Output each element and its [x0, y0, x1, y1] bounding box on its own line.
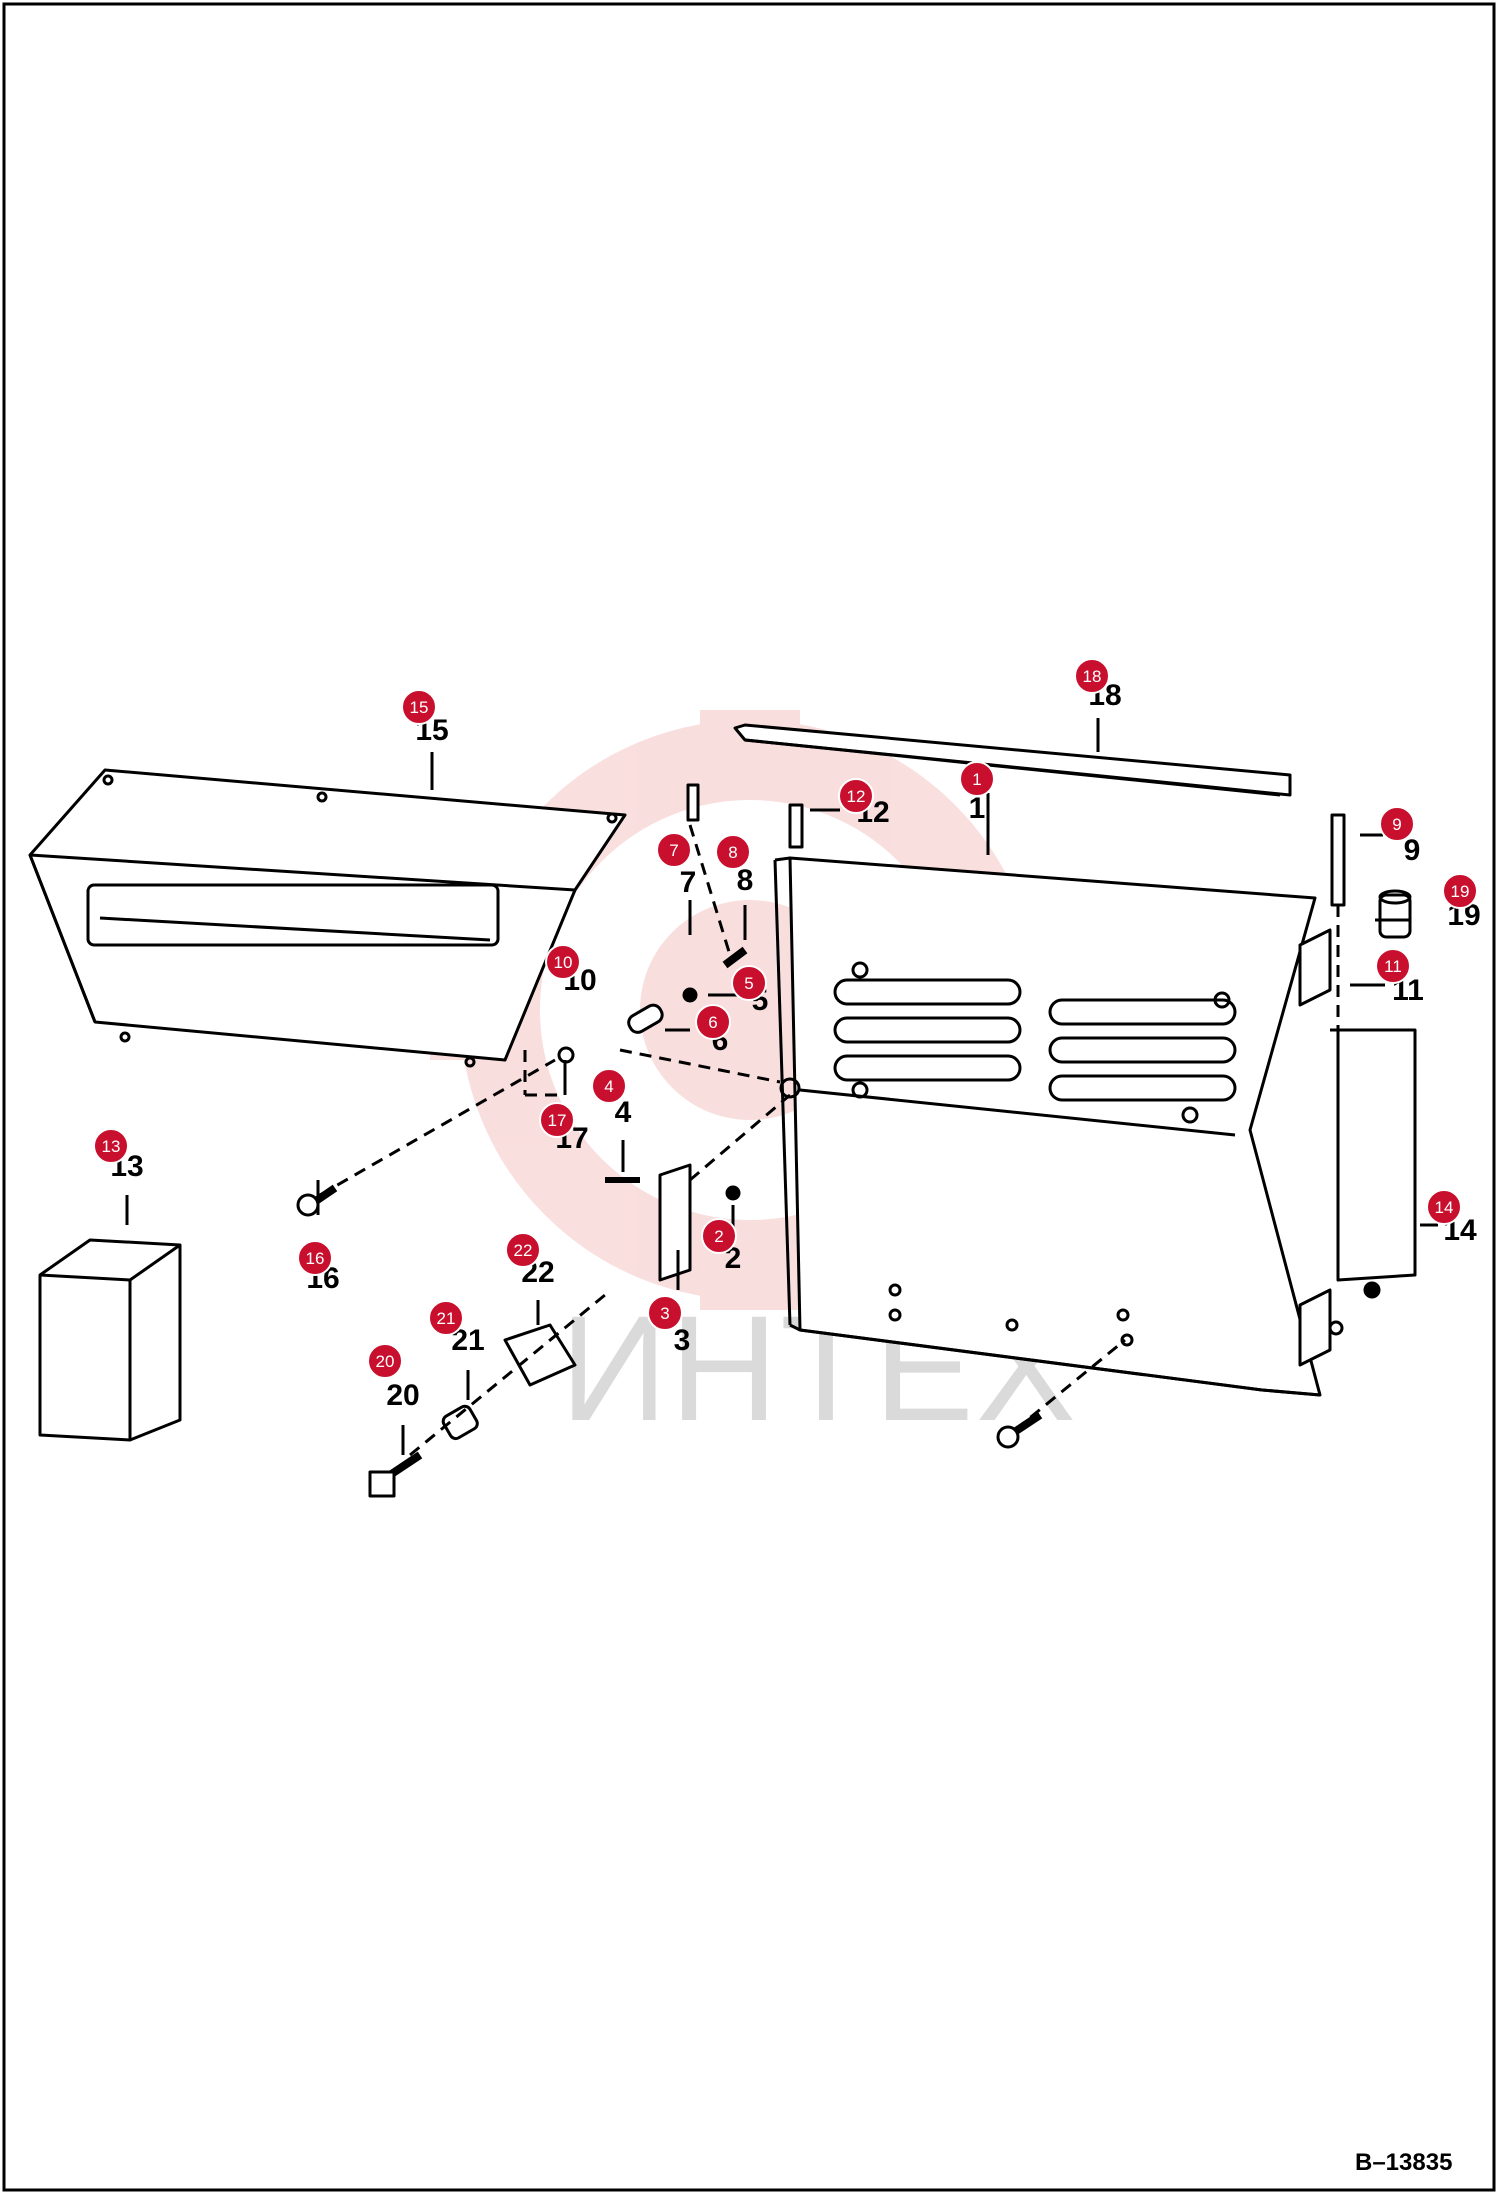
part-8-screw [722, 946, 748, 969]
callout-badge-circle[interactable] [401, 689, 437, 725]
callout-badge-text: 21 [437, 1309, 456, 1328]
callout-badge-20[interactable]: 20 [367, 1343, 403, 1379]
document-id: B–13835 [1355, 2149, 1452, 2176]
callout-badge-circle[interactable] [591, 1068, 627, 1104]
part-13-filter [38, 1238, 182, 1442]
callout-badge-16[interactable]: 16 [297, 1240, 333, 1276]
part-6-sleeve [627, 1003, 664, 1034]
part-17-nut [557, 1046, 575, 1064]
part-9-pin [1330, 813, 1346, 907]
callout-badge-6[interactable]: 6 [695, 1004, 731, 1040]
part-21-spacer [441, 1404, 479, 1441]
callout-badge-text: 1 [972, 770, 981, 789]
callout-badge-circle[interactable] [647, 1295, 683, 1331]
callout-badge-text: 2 [714, 1227, 723, 1246]
callout-badge-circle[interactable] [545, 944, 581, 980]
part-3-latch [658, 1163, 692, 1282]
callout-badge-circle[interactable] [539, 1102, 575, 1138]
callout-badge-11[interactable]: 11 [1375, 948, 1411, 984]
part-22-block [503, 1323, 577, 1387]
callout-badge-circle[interactable] [1442, 873, 1478, 909]
callout-badge-circle[interactable] [701, 1218, 737, 1254]
callout-badge-text: 5 [744, 974, 753, 993]
callout-badge-circle[interactable] [367, 1343, 403, 1379]
callout-badge-text: 15 [410, 698, 429, 717]
callout-badge-circle[interactable] [1379, 806, 1415, 842]
callout-badge-circle[interactable] [695, 1004, 731, 1040]
part-5-nut [682, 987, 698, 1003]
callout-badge-text: 13 [102, 1137, 121, 1156]
callout-badge-19[interactable]: 19 [1442, 873, 1478, 909]
part-number-label-1: 1 [969, 792, 986, 825]
callout-badge-text: 22 [514, 1241, 533, 1260]
callout-badge-text: 18 [1083, 667, 1102, 686]
callout-badge-4[interactable]: 4 [591, 1068, 627, 1104]
callout-badge-text: 7 [669, 841, 678, 860]
callout-badge-15[interactable]: 15 [401, 689, 437, 725]
callout-badge-text: 8 [728, 843, 737, 862]
callout-badge-circle[interactable] [656, 832, 692, 868]
part-18-top-strip [733, 723, 1292, 797]
callout-badge-10[interactable]: 10 [545, 944, 581, 980]
callout-badge-text: 14 [1435, 1198, 1454, 1217]
part-16-bolt [296, 1193, 320, 1217]
callout-badge-13[interactable]: 13 [93, 1128, 129, 1164]
callout-badge-22[interactable]: 22 [505, 1232, 541, 1268]
drawing-lines [28, 723, 1417, 1498]
callout-badge-text: 6 [708, 1013, 717, 1032]
callout-badge-text: 16 [306, 1249, 325, 1268]
callout-badge-12[interactable]: 12 [838, 778, 874, 814]
assembly-lines [319, 824, 1340, 1457]
callout-badge-2[interactable]: 2 [701, 1218, 737, 1254]
callout-badge-circle[interactable] [731, 965, 767, 1001]
callout-badge-9[interactable]: 9 [1379, 806, 1415, 842]
part-2-nut [725, 1185, 741, 1201]
leader-lines [125, 718, 1438, 1455]
callout-badge-text: 11 [1384, 957, 1402, 976]
part-14-right-box [1336, 1028, 1417, 1282]
callout-badge-text: 10 [554, 953, 573, 972]
callout-badge-text: 20 [376, 1352, 395, 1371]
callout-badge-circle[interactable] [93, 1128, 129, 1164]
callout-badge-text: 9 [1392, 815, 1401, 834]
part-number-label-8: 8 [737, 864, 754, 897]
part-20-bolt [368, 1470, 396, 1498]
part-number-label-9: 9 [1404, 834, 1421, 867]
callout-badge-circle[interactable] [1375, 948, 1411, 984]
callout-badge-text: 17 [548, 1111, 567, 1130]
callout-badge-1[interactable]: 1 [959, 761, 995, 797]
part-19-bushing [1378, 893, 1412, 939]
callout-badge-circle[interactable] [428, 1300, 464, 1336]
callout-badge-5[interactable]: 5 [731, 965, 767, 1001]
callout-badge-text: 19 [1451, 882, 1470, 901]
callout-badge-circle[interactable] [715, 834, 751, 870]
part-number-label-7: 7 [680, 866, 697, 899]
part-number-label-3: 3 [674, 1324, 691, 1357]
callout-badge-7[interactable]: 7 [656, 832, 692, 868]
callout-badge-3[interactable]: 3 [647, 1295, 683, 1331]
part-7-pin [686, 783, 700, 822]
callout-badge-text: 3 [660, 1304, 669, 1323]
callout-badge-text: 12 [847, 787, 866, 806]
callout-badge-8[interactable]: 8 [715, 834, 751, 870]
callout-badge-14[interactable]: 14 [1426, 1189, 1462, 1225]
callout-badge-circle[interactable] [1426, 1189, 1462, 1225]
part-12-spring [788, 803, 804, 849]
part-1-main-shroud [788, 856, 1322, 1397]
callout-badge-circle[interactable] [959, 761, 995, 797]
callout-badge-17[interactable]: 17 [539, 1102, 575, 1138]
callout-badge-18[interactable]: 18 [1074, 658, 1110, 694]
part-number-label-4: 4 [615, 1096, 632, 1129]
callout-badge-circle[interactable] [838, 778, 874, 814]
callout-badge-circle[interactable] [505, 1232, 541, 1268]
callout-badge-circle[interactable] [297, 1240, 333, 1276]
part-number-label-20: 20 [386, 1379, 419, 1412]
callout-badge-circle[interactable] [1074, 658, 1110, 694]
callout-badge-21[interactable]: 21 [428, 1300, 464, 1336]
callout-badge-text: 4 [604, 1077, 613, 1096]
